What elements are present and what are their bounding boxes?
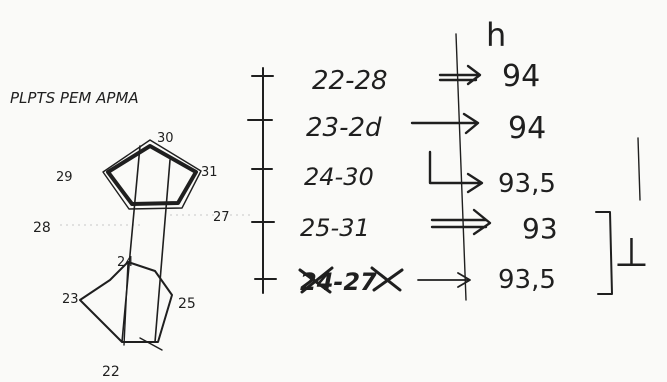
- pentagon-ring: [108, 146, 196, 204]
- connecting-bond: [155, 160, 170, 342]
- range-label-struck: 24-27: [300, 268, 377, 296]
- side-line: [638, 138, 640, 200]
- vertex-label-29: 29: [56, 170, 73, 185]
- vertex-label-27: 27: [213, 210, 230, 225]
- vertex-label-23: 23: [62, 292, 79, 307]
- range-label: 23-2d: [306, 113, 382, 143]
- h-value: 93,5: [498, 265, 556, 295]
- arrow: [418, 273, 470, 287]
- pentagon-ring-outline: [103, 140, 201, 209]
- vertex-label-28: 28: [33, 220, 51, 236]
- vertex-label-30: 30: [157, 131, 174, 146]
- h-value: 94: [508, 111, 546, 146]
- range-label: 22-28: [312, 66, 388, 96]
- range-label: 24-30: [304, 163, 374, 191]
- vertex-label-31: 31: [201, 165, 218, 180]
- heading-text: PLPTS PEM APMA: [10, 89, 139, 107]
- column-header-h: h: [486, 16, 506, 54]
- connecting-bond: [124, 262, 128, 345]
- h-value: 93: [522, 212, 558, 245]
- range-label: 25-31: [300, 214, 370, 242]
- vertex-label-22: 22: [102, 364, 120, 380]
- arrow: [430, 152, 482, 192]
- perpendicular-mark: ⊥: [614, 230, 649, 276]
- connecting-bond: [122, 146, 140, 342]
- h-value: 94: [502, 59, 540, 94]
- h-value: 93,5: [498, 169, 556, 199]
- vertex-label-25: 25: [178, 296, 196, 312]
- double-arrow: [440, 66, 480, 84]
- grouping-bracket: [596, 212, 612, 294]
- arrow: [412, 114, 478, 133]
- double-arrow: [432, 210, 490, 234]
- vertex-label-24: 24: [117, 255, 134, 270]
